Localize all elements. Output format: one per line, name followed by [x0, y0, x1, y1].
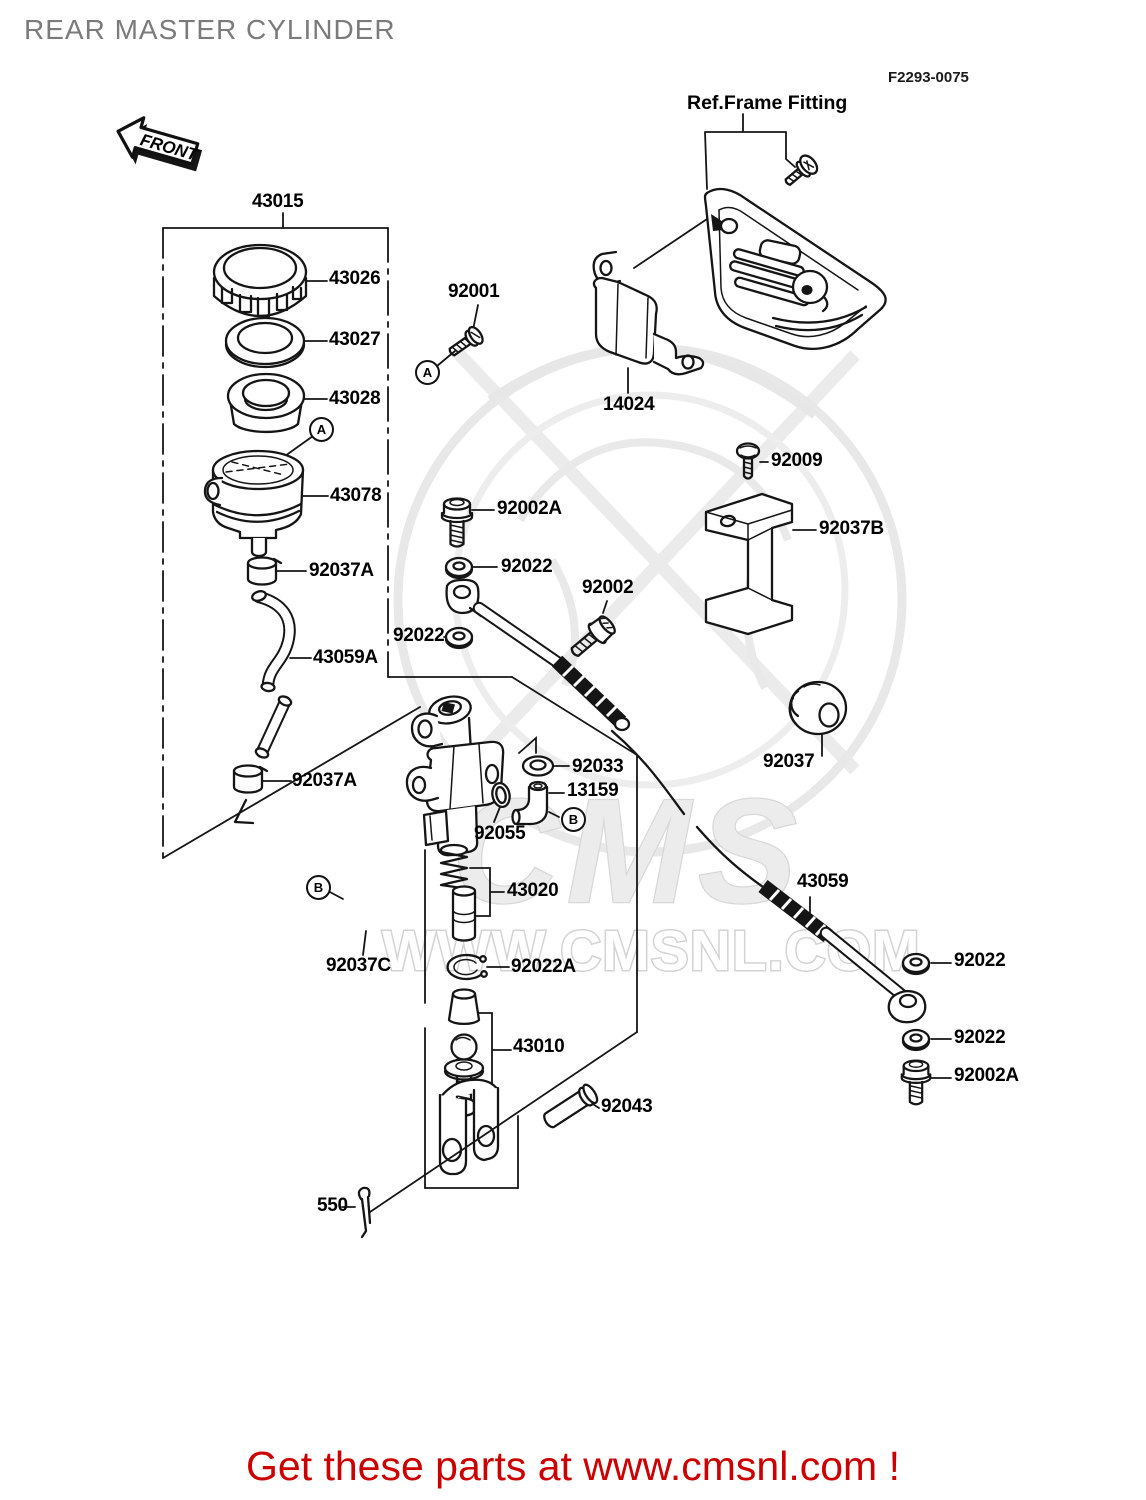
callout-43015: 43015: [252, 191, 304, 212]
callout-92002A-right: 92002A: [954, 1065, 1019, 1086]
brake-hose-upper-run: [472, 601, 631, 732]
callout-92001: 92001: [448, 281, 500, 302]
callout-92022-top: 92022: [501, 556, 553, 577]
callout-92022A: 92022A: [511, 956, 576, 977]
heel-guard: [703, 187, 887, 350]
callout-92022-left: 92022: [393, 625, 445, 646]
callout-92022-right-lower: 92022: [954, 1027, 1006, 1048]
reservoir-diaphragm-43028: [226, 372, 306, 434]
callout-92043: 92043: [601, 1096, 653, 1117]
page-title: REAR MASTER CYLINDER: [24, 14, 396, 45]
callout-92055: 92055: [474, 823, 526, 844]
callout-92037C: 92037C: [326, 955, 391, 976]
callout-92002A-top: 92002A: [497, 498, 562, 519]
brake-hose-43059-lower: [758, 880, 910, 1003]
bolt-92002A-right: [900, 1059, 932, 1106]
bracket-92037B: [704, 492, 794, 636]
callout-92037A-lower: 92037A: [292, 770, 357, 791]
ref-marker-b1: B: [561, 807, 586, 832]
front-arrow-icon: FRONT: [116, 116, 203, 172]
circlip-92022A: [446, 953, 488, 981]
washer-92022-top: [444, 556, 474, 580]
callout-43059A: 43059A: [313, 647, 378, 668]
hose-clamp-92037A-upper: [246, 556, 283, 586]
callout-92009: 92009: [771, 450, 823, 471]
reservoir-ring-43027: [224, 316, 306, 369]
ref-marker-a1: A: [415, 360, 440, 385]
callout-92033: 92033: [572, 756, 624, 777]
callout-13159: 13159: [567, 780, 619, 801]
callout-92022-right-upper: 92022: [954, 950, 1006, 971]
washer-92022-right-upper: [901, 952, 931, 976]
elbow-13159: [511, 780, 549, 826]
figure-code: F2293-0075: [888, 69, 969, 86]
oring-92055: [491, 781, 511, 809]
callout-43026: 43026: [329, 268, 381, 289]
banjo-eye-upper: [445, 578, 483, 618]
callout-43028: 43028: [329, 388, 381, 409]
cotter-pin-550: [357, 1186, 372, 1239]
spring-piston-43020: [439, 843, 477, 942]
callout-92037: 92037: [763, 751, 815, 772]
hose-clamp-92037A-lower: [232, 764, 269, 794]
callout-43059: 43059: [797, 871, 849, 892]
grommet-92037: [788, 680, 848, 736]
ref-frame-fitting-label: Ref.Frame Fitting: [687, 92, 848, 114]
callout-43027: 43027: [329, 329, 381, 350]
master-cylinder-body: [405, 695, 505, 857]
pin-axis-line: [369, 1031, 638, 1213]
reservoir-hose-43059A: [251, 590, 296, 759]
reservoir-body-43078: [203, 449, 305, 565]
bolt-92002A-top: [440, 497, 474, 548]
pin-92043: [543, 1083, 599, 1129]
leader-lines: [162, 113, 952, 1208]
callout-14024: 14024: [603, 394, 655, 415]
heel-guard-screw: [784, 154, 819, 186]
clevis: [438, 1078, 500, 1176]
ref-marker-b2: B: [306, 875, 331, 900]
callout-92037B: 92037B: [819, 518, 884, 539]
reservoir-cap-43026: [212, 243, 308, 318]
screw-92001: [448, 325, 484, 357]
bracket-14024: [592, 250, 705, 376]
banjo-eye-lower: [887, 990, 927, 1024]
callout-43078: 43078: [330, 485, 382, 506]
washer-92022-left: [444, 626, 474, 650]
washer-92022-right-lower: [901, 1028, 931, 1052]
footer-banner: Get these parts at www.cmsnl.com !: [246, 1443, 900, 1489]
bolt-92002: [570, 615, 616, 657]
callout-92002: 92002: [582, 577, 634, 598]
callout-92037A-upper: 92037A: [309, 560, 374, 581]
callout-43020: 43020: [507, 880, 559, 901]
seal-92033: [521, 755, 555, 777]
screw-92009: [735, 442, 761, 480]
callout-550: 550: [317, 1195, 348, 1216]
ref-marker-a2: A: [309, 417, 334, 442]
callout-43010: 43010: [513, 1036, 565, 1057]
